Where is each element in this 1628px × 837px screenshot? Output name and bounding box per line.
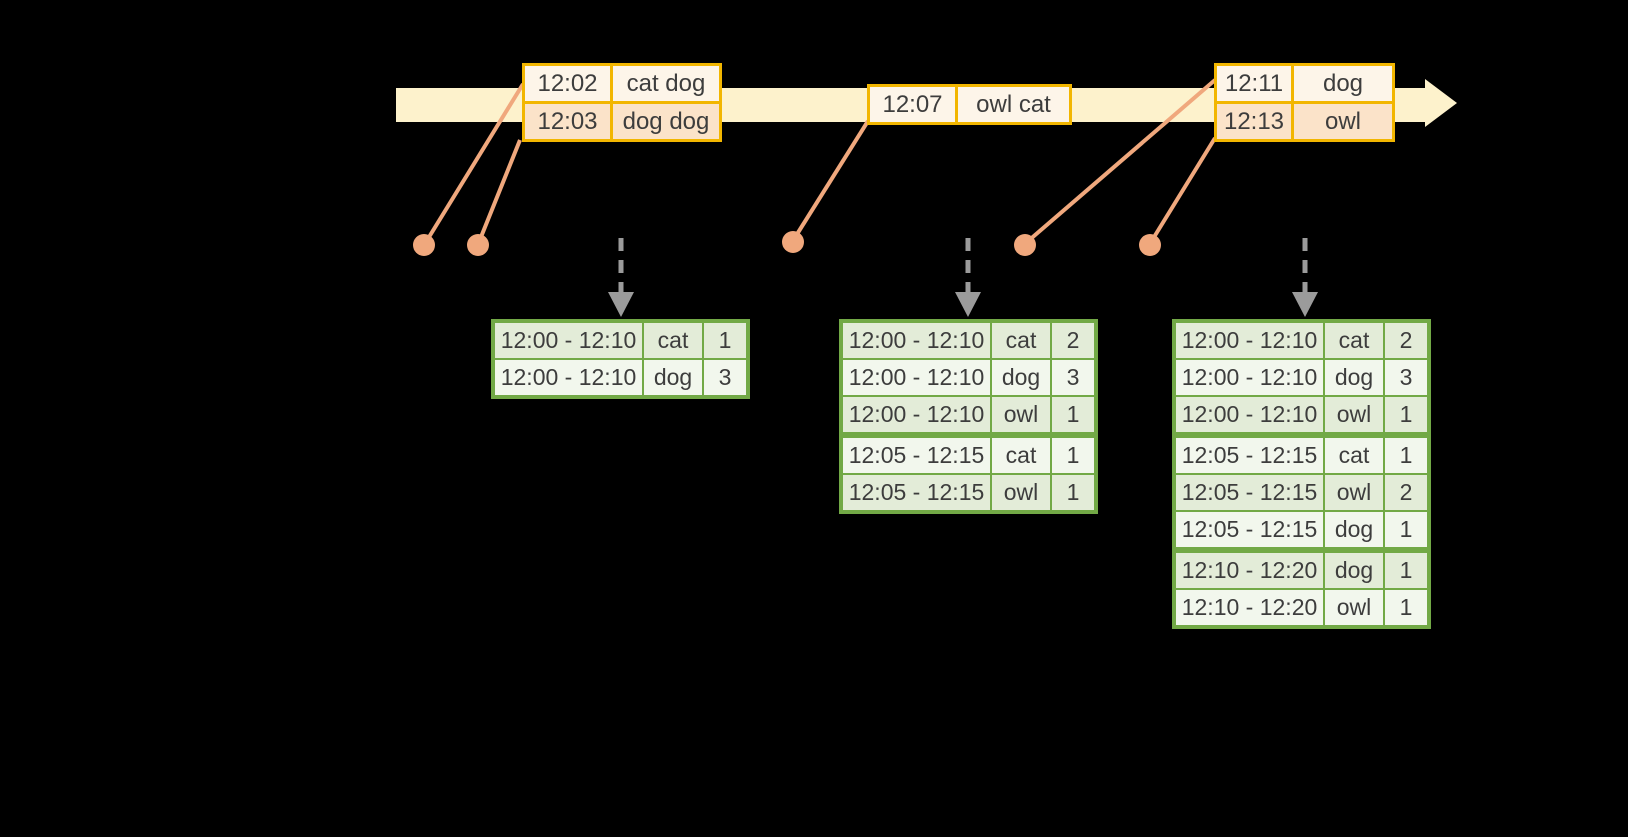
- result-window-cell: 12:00 - 12:10: [843, 360, 990, 395]
- result-row: 12:05 - 12:15 owl 1: [843, 475, 1094, 510]
- event-row: 12:03 dog dog: [525, 104, 719, 139]
- event-words-cell: cat dog: [613, 66, 719, 101]
- event-words-cell: dog dog: [613, 104, 719, 139]
- event-table-3: 12:11 dog 12:13 owl: [1214, 63, 1395, 142]
- result-word-cell: dog: [992, 360, 1050, 395]
- result-row: 12:00 - 12:10 dog 3: [843, 360, 1094, 395]
- timeline-arrow-head-icon: [1425, 79, 1457, 127]
- result-count-cell: 1: [1052, 475, 1094, 510]
- result-window-cell: 12:05 - 12:15: [843, 475, 990, 510]
- result-window-cell: 12:00 - 12:10: [495, 323, 642, 358]
- result-count-cell: 1: [1052, 397, 1094, 432]
- result-table-1: 12:00 - 12:10 cat 1 12:00 - 12:10 dog 3: [491, 319, 750, 399]
- connector-line: [792, 119, 870, 241]
- event-time-cell: 12:02: [525, 66, 610, 101]
- result-row: 12:00 - 12:10 owl 1: [843, 397, 1094, 432]
- result-window-cell: 12:05 - 12:15: [1176, 475, 1323, 510]
- result-window-cell: 12:00 - 12:10: [843, 323, 990, 358]
- result-row: 12:00 - 12:10 cat 1: [495, 323, 746, 358]
- event-dot: [1139, 234, 1161, 256]
- result-window-cell: 12:05 - 12:15: [1176, 438, 1323, 473]
- result-row: 12:00 - 12:10 cat 2: [1176, 323, 1427, 358]
- trigger-arrow-head-icon: [608, 292, 634, 317]
- result-window-cell: 12:10 - 12:20: [1176, 590, 1323, 625]
- result-count-cell: 1: [1385, 512, 1427, 547]
- result-word-cell: owl: [1325, 590, 1383, 625]
- result-row: 12:00 - 12:10 dog 3: [1176, 360, 1427, 395]
- event-time-cell: 12:07: [870, 87, 955, 122]
- result-count-cell: 2: [1385, 323, 1427, 358]
- result-word-cell: cat: [992, 438, 1050, 473]
- result-window-cell: 12:00 - 12:10: [1176, 323, 1323, 358]
- event-row: 12:11 dog: [1217, 66, 1392, 101]
- trigger-arrow-head-icon: [1292, 292, 1318, 317]
- result-window-cell: 12:00 - 12:10: [1176, 397, 1323, 432]
- result-count-cell: 1: [1052, 438, 1094, 473]
- result-word-cell: cat: [644, 323, 702, 358]
- result-count-cell: 2: [1385, 475, 1427, 510]
- connector-line: [477, 139, 522, 243]
- event-table-2: 12:07 owl cat: [867, 84, 1072, 125]
- result-word-cell: owl: [1325, 397, 1383, 432]
- result-word-cell: cat: [992, 323, 1050, 358]
- result-row: 12:05 - 12:15 owl 2: [1176, 475, 1427, 510]
- result-row: 12:00 - 12:10 cat 2: [843, 323, 1094, 358]
- result-row: 12:00 - 12:10 owl 1: [1176, 397, 1427, 432]
- result-word-cell: dog: [644, 360, 702, 395]
- event-dot: [467, 234, 489, 256]
- result-word-cell: dog: [1325, 553, 1383, 588]
- result-window-cell: 12:05 - 12:15: [1176, 512, 1323, 547]
- event-words-cell: dog: [1294, 66, 1392, 101]
- result-row: 12:05 - 12:15 cat 1: [843, 438, 1094, 473]
- event-time-cell: 12:11: [1217, 66, 1291, 101]
- result-table-3: 12:00 - 12:10 cat 2 12:00 - 12:10 dog 3 …: [1172, 319, 1431, 629]
- result-count-cell: 3: [704, 360, 746, 395]
- result-window-cell: 12:00 - 12:10: [1176, 360, 1323, 395]
- event-row: 12:02 cat dog: [525, 66, 719, 101]
- result-count-cell: 1: [1385, 397, 1427, 432]
- trigger-arrow-heads: [608, 292, 1318, 317]
- result-word-cell: owl: [1325, 475, 1383, 510]
- result-table-2: 12:00 - 12:10 cat 2 12:00 - 12:10 dog 3 …: [839, 319, 1098, 514]
- result-word-cell: dog: [1325, 360, 1383, 395]
- result-word-cell: owl: [992, 397, 1050, 432]
- result-word-cell: dog: [1325, 512, 1383, 547]
- result-row: 12:00 - 12:10 dog 3: [495, 360, 746, 395]
- trigger-arrows: [618, 238, 1308, 294]
- result-count-cell: 1: [704, 323, 746, 358]
- result-row: 12:10 - 12:20 owl 1: [1176, 590, 1427, 625]
- event-table-1: 12:02 cat dog 12:03 dog dog: [522, 63, 722, 142]
- event-dot: [413, 234, 435, 256]
- result-row: 12:05 - 12:15 dog 1: [1176, 512, 1427, 547]
- connector-line: [1149, 136, 1217, 244]
- event-time-cell: 12:03: [525, 104, 610, 139]
- event-row: 12:13 owl: [1217, 104, 1392, 139]
- result-count-cell: 1: [1385, 438, 1427, 473]
- result-count-cell: 3: [1385, 360, 1427, 395]
- result-count-cell: 1: [1385, 553, 1427, 588]
- result-count-cell: 3: [1052, 360, 1094, 395]
- result-count-cell: 1: [1385, 590, 1427, 625]
- event-words-cell: owl cat: [958, 87, 1069, 122]
- result-word-cell: cat: [1325, 438, 1383, 473]
- result-row: 12:05 - 12:15 cat 1: [1176, 438, 1427, 473]
- result-window-cell: 12:00 - 12:10: [843, 397, 990, 432]
- trigger-arrow-head-icon: [955, 292, 981, 317]
- event-words-cell: owl: [1294, 104, 1392, 139]
- event-dot: [782, 231, 804, 253]
- result-word-cell: cat: [1325, 323, 1383, 358]
- result-window-cell: 12:00 - 12:10: [495, 360, 642, 395]
- result-window-cell: 12:05 - 12:15: [843, 438, 990, 473]
- result-count-cell: 2: [1052, 323, 1094, 358]
- result-row: 12:10 - 12:20 dog 1: [1176, 553, 1427, 588]
- result-window-cell: 12:10 - 12:20: [1176, 553, 1323, 588]
- result-word-cell: owl: [992, 475, 1050, 510]
- event-row: 12:07 owl cat: [870, 87, 1069, 122]
- event-dots: [413, 231, 1161, 256]
- event-time-cell: 12:13: [1217, 104, 1291, 139]
- event-dot: [1014, 234, 1036, 256]
